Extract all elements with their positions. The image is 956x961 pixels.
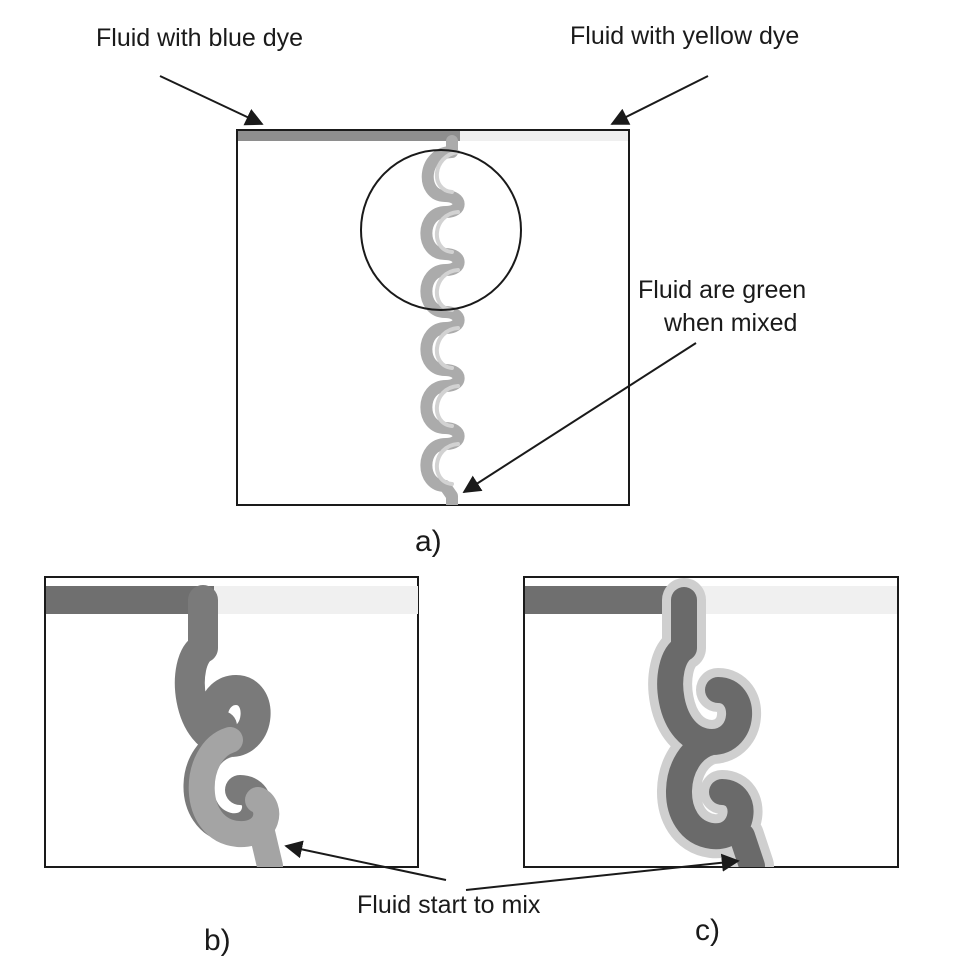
caption-a: a) (415, 525, 442, 558)
mixed-label-line1: Fluid are green (638, 276, 806, 304)
start-mix-label: Fluid start to mix (357, 891, 541, 919)
mixed-arrow (462, 342, 697, 493)
yellow-inlet-c (670, 586, 897, 614)
panel-b (44, 576, 419, 868)
blue-inlet-channel (238, 131, 460, 141)
panel-a (236, 129, 630, 506)
caption-b: b) (204, 924, 231, 957)
mixing-tail-b (188, 727, 283, 867)
start-mix-arrow-b (284, 840, 447, 881)
zoom-circle (360, 149, 522, 311)
serpentine-channel-c (657, 587, 765, 867)
blue-dye-label: Fluid with blue dye (96, 24, 303, 52)
caption-c: c) (695, 914, 720, 947)
yellow-dye-arrow (610, 75, 709, 125)
serpentine-channel-a-highlight (435, 150, 460, 486)
blue-dye-arrow (159, 75, 264, 126)
yellow-inlet-channel (460, 131, 628, 141)
blue-inlet-b (46, 586, 214, 614)
mixed-label-line2: when mixed (663, 309, 797, 337)
yellow-dye-label: Fluid with yellow dye (570, 22, 799, 50)
yellow-inlet-b (190, 586, 418, 614)
panel-c (523, 576, 899, 868)
start-mix-arrow-c (465, 853, 740, 891)
